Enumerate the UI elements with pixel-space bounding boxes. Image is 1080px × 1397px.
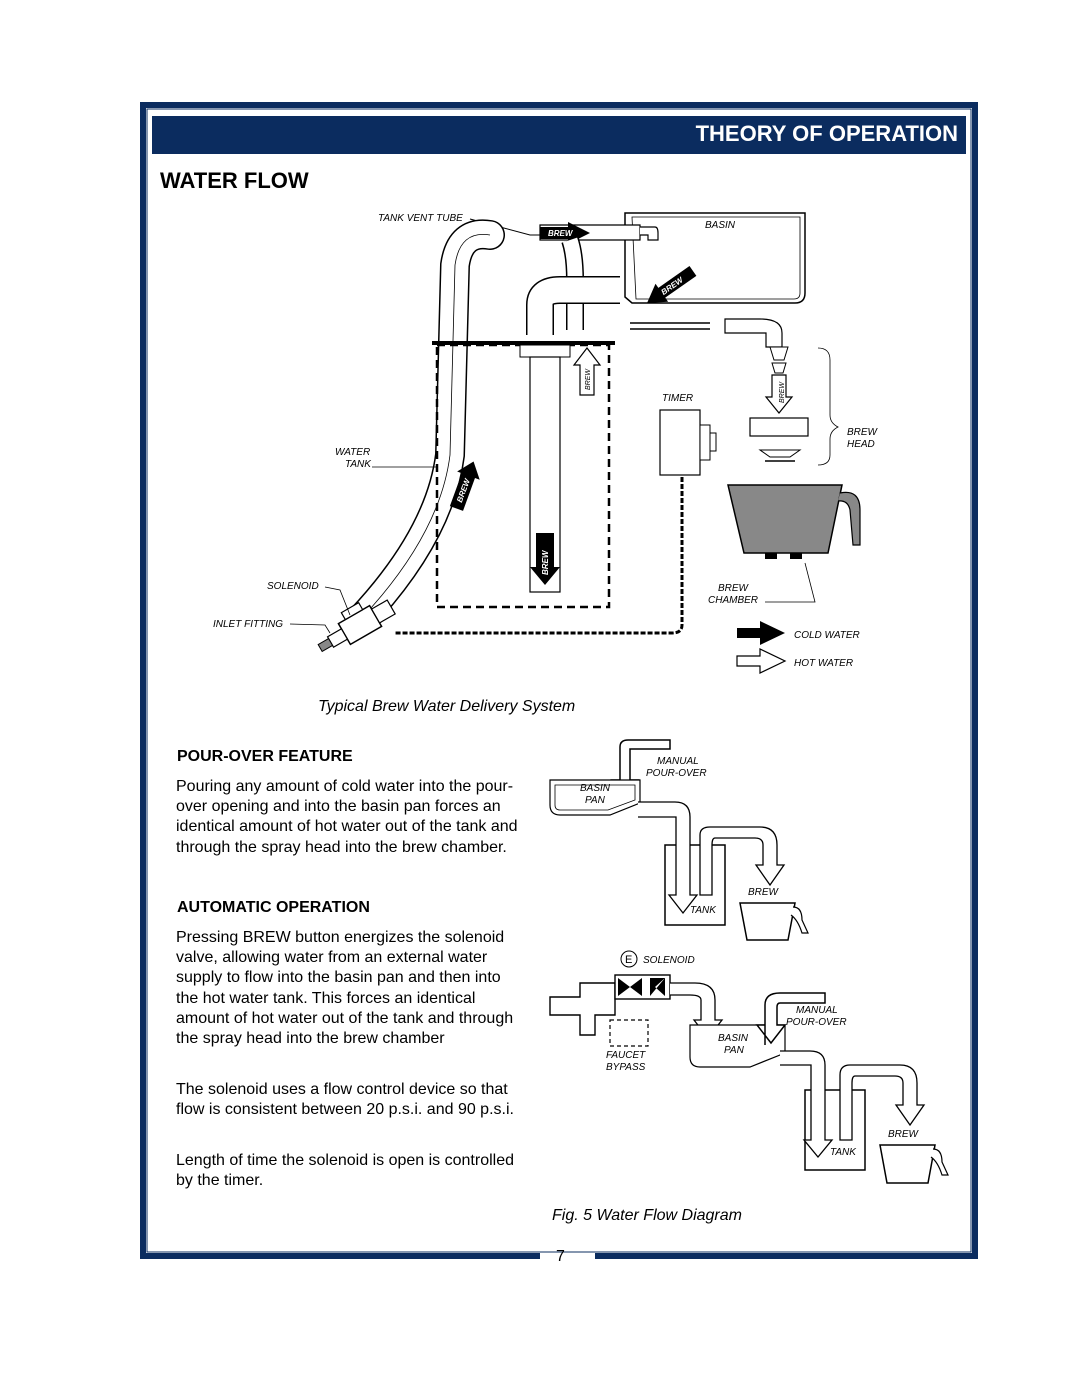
brew-arrow-tank-up: BREW [572, 347, 602, 396]
flow-control-text: The solenoid uses a flow control device … [176, 1081, 514, 1119]
automatic-heading: AUTOMATIC OPERATION [177, 899, 370, 916]
brew-chamber-label-1: BREW [718, 583, 750, 594]
tank-vent-tube-label: TANK VENT TUBE [378, 213, 463, 224]
bottom-manual-label-1: MANUAL [796, 1005, 838, 1016]
automatic-flow: E SOLENOID FAUCET BYPASS BASIN PAN MANUA… [549, 950, 949, 1184]
bottom-manual-label-2: POUR-OVER [786, 1017, 847, 1028]
solenoid-valve [317, 599, 396, 653]
solenoid-e-icon [620, 950, 638, 968]
timer-text: Length of time the solenoid is open is c… [176, 1152, 514, 1190]
brew-head-label-2: HEAD [847, 439, 875, 450]
top-manual-label-2: POUR-OVER [646, 768, 707, 779]
solenoid-label: SOLENOID [267, 581, 319, 592]
bottom-basin-label-2: PAN [724, 1045, 745, 1056]
timer [659, 409, 701, 476]
water-flow-diagram: MANUAL POUR-OVER BASIN PAN TANK BREW E S… [549, 739, 949, 1184]
water-tank-label-2: TANK [345, 459, 372, 470]
top-brew-label: BREW [748, 887, 780, 898]
brew-chamber [727, 484, 843, 554]
brew-arrow-head: BREW [764, 374, 794, 414]
pour-over-heading: POUR-OVER FEATURE [177, 748, 353, 765]
cold-water-arrow [737, 621, 785, 645]
svg-text:BREW: BREW [548, 229, 574, 238]
flow-diagram-caption: Fig. 5 Water Flow Diagram [552, 1207, 742, 1224]
main-diagram-caption: Typical Brew Water Delivery System [318, 698, 576, 715]
page-frame: THEORY OF OPERATION [140, 102, 978, 1260]
top-manual-label-1: MANUAL [657, 756, 699, 767]
top-basin-label-2: PAN [585, 795, 606, 806]
header-title: THEORY OF OPERATION [695, 121, 958, 146]
svg-text:BREW: BREW [779, 381, 786, 403]
pour-over-text: Pouring any amount of cold water into th… [176, 778, 518, 856]
header-bar: THEORY OF OPERATION [152, 116, 966, 154]
brew-head-label-1: BREW [847, 427, 879, 438]
cold-water-label: COLD WATER [794, 630, 860, 641]
svg-text:BREW: BREW [541, 549, 550, 575]
bottom-solenoid-label: SOLENOID [643, 955, 695, 966]
section-title: WATER FLOW [160, 168, 309, 193]
brew-arrow-tank-down: BREW [530, 533, 560, 585]
top-basin-label-1: BASIN [580, 783, 611, 794]
inlet-fitting-label: INLET FITTING [213, 619, 283, 630]
page-number: 7 [556, 1248, 565, 1265]
hot-water-label: HOT WATER [794, 658, 853, 669]
hot-water-arrow [736, 648, 787, 674]
svg-text:BREW: BREW [585, 368, 592, 390]
bottom-tank-label: TANK [830, 1147, 857, 1158]
frame-border [140, 102, 978, 1259]
basin-label: BASIN [705, 220, 736, 231]
faucet-label-2: BYPASS [606, 1062, 646, 1073]
timer-label: TIMER [662, 393, 693, 404]
automatic-text: Pressing BREW button energizes the solen… [176, 929, 514, 1048]
brew-water-delivery-diagram: BASIN TANK VENT TUBE BREW BREW WATER TAN… [213, 212, 879, 674]
faucet-bypass [609, 1019, 649, 1047]
pour-over-flow: MANUAL POUR-OVER BASIN PAN TANK BREW [549, 739, 809, 941]
bottom-brew-label: BREW [888, 1129, 920, 1140]
legend: COLD WATER HOT WATER [736, 621, 860, 674]
brew-arrow-hose: BREW [449, 461, 480, 511]
top-tank-label: TANK [690, 905, 717, 916]
faucet-label-1: FAUCET [606, 1050, 646, 1061]
water-tank-label-1: WATER [335, 447, 370, 458]
brew-chamber-label-2: CHAMBER [708, 595, 758, 606]
e-label: E [625, 954, 632, 966]
spray-head [749, 417, 809, 437]
bottom-basin-label-1: BASIN [718, 1033, 749, 1044]
